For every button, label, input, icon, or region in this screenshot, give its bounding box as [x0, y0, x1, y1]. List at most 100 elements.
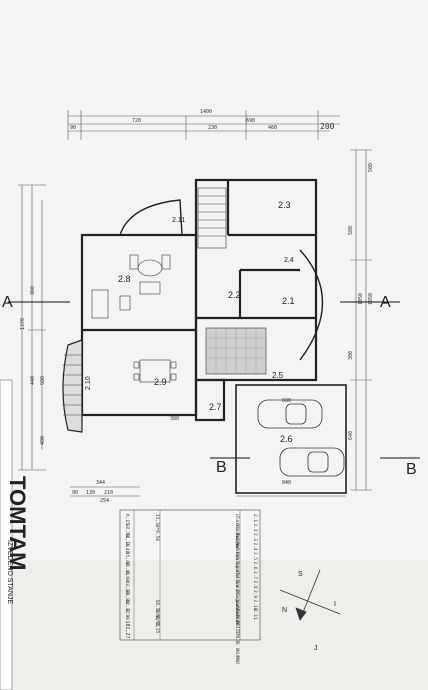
compass-i: I — [334, 601, 336, 608]
dim-left-500: 500 — [40, 376, 46, 385]
section-b-right: B — [406, 461, 417, 478]
schedule-row-value: 1,90 — [124, 609, 130, 620]
wall-garage — [235, 384, 347, 494]
room-2-4: 2.4 — [284, 257, 294, 264]
walls — [80, 178, 318, 422]
dim-bottom-380: 380 — [170, 416, 179, 422]
schedule-row-no: 2.6 — [252, 562, 258, 570]
stairs — [197, 187, 227, 249]
schedule-row-area: 18,50*0,75 — [154, 600, 160, 627]
schedule-row-no: 2.8 — [252, 581, 258, 589]
dim-right-640: 640 — [348, 431, 354, 440]
schedule-row-name: Kuhinja — [234, 552, 240, 571]
dim-top-230: 230 — [208, 125, 217, 131]
dim-bottom-90: 90 — [72, 490, 78, 496]
schedule-row-value: 43,30 — [124, 581, 130, 595]
top-dimension-lines — [67, 110, 340, 140]
room-2-7: 2.7 — [209, 402, 222, 412]
car-2 — [279, 447, 345, 477]
dim-bottom-600: 600 — [282, 398, 291, 404]
schedule-row-no: 2.9 — [252, 590, 258, 598]
schedule-row-name: Balkon — [234, 609, 240, 626]
schedule-row-value: 6,15 — [124, 514, 130, 525]
right-dimension-lines — [350, 149, 372, 491]
dim-top-200: 200 — [320, 122, 335, 131]
schedule-row-name: Radna soba — [234, 533, 240, 560]
schedule-row-no: 2.1 — [252, 514, 258, 522]
dim-top-690: 690 — [246, 118, 255, 124]
section-a-left: A — [2, 294, 13, 311]
car-1 — [257, 399, 323, 429]
bottom-dimension-lines — [70, 486, 346, 497]
dim-right-300: 300 — [348, 351, 354, 360]
schedule-row-no: 2.3 — [252, 533, 258, 541]
schedule-row-name: Ulazni hol — [234, 524, 240, 551]
room-2-8: 2.8 — [118, 274, 131, 284]
schedule-total-value: 181,27 — [124, 621, 130, 639]
kitchen-grid — [206, 328, 266, 374]
schedule-row-name: Blagovaonica — [234, 590, 240, 623]
title-block-frame — [0, 379, 13, 690]
paper-shadow — [0, 560, 428, 690]
schedule-row-no: 2.4 — [252, 543, 258, 551]
dim-top-720: 720 — [132, 118, 141, 124]
schedule-row-name: Wc — [234, 543, 240, 549]
room-2-9: 2.9 — [154, 377, 167, 387]
compass-n: N — [282, 607, 287, 614]
schedule-row-no: 2.5 — [252, 552, 258, 560]
dining-table — [133, 359, 177, 383]
dim-left-360: 360 — [30, 286, 36, 295]
balcony-outline — [119, 199, 183, 236]
dim-right-580: 580 — [348, 226, 354, 235]
dim-left-400: 400 — [40, 436, 46, 445]
dim-top-total: 1400 — [200, 109, 212, 115]
porch-outline — [299, 249, 324, 361]
north-arrow — [279, 569, 341, 621]
loggia-tiles — [62, 354, 82, 416]
dim-bottom-254: 254 — [100, 498, 109, 504]
dim-bottom-344: 344 — [96, 480, 105, 486]
compass-s: S — [298, 571, 303, 578]
dim-top-90: 90 — [70, 125, 76, 131]
room-2-11: 2.11 — [172, 217, 185, 224]
dim-bottom-840: 840 — [282, 480, 291, 486]
room-2-1: 2.1 — [282, 296, 295, 306]
section-b-left: B — [216, 459, 227, 476]
room-2-2: 2.2 — [228, 290, 241, 300]
section-a-right: A — [380, 294, 391, 311]
schedule-row-no: 2.2 — [252, 524, 258, 532]
dim-left-440: 440 — [30, 376, 36, 385]
schedule-row-name: Ostava — [234, 571, 240, 588]
living-furniture — [91, 254, 171, 319]
schedule-row-name: Dnevni boravak — [234, 581, 240, 619]
schedule-row-no: 2.10 — [252, 600, 258, 611]
schedule-row-value: 2,48 — [124, 543, 130, 554]
schedule-row-name: Garaža — [234, 562, 241, 579]
schedule-row-no: 2.7 — [252, 571, 258, 579]
dim-bottom-130: 130 — [86, 490, 95, 496]
schedule-total-label: PRIZEMLJE UKUPNO — [234, 621, 240, 665]
schedule-row-value: 12,37 — [124, 600, 130, 614]
dim-left-1370: 1370 — [20, 318, 26, 330]
room-2-3: 2.3 — [278, 200, 291, 210]
schedule-row-value: 4,60 — [124, 571, 130, 582]
title-caption: IZVEDENO STANJE — [6, 540, 13, 604]
schedule-row-name: Lođa — [234, 600, 240, 611]
cars — [257, 399, 345, 477]
room-2-10: 2.10 — [85, 376, 92, 390]
schedule-row-area: 7,60*0,25 — [154, 609, 160, 634]
wall-pantry — [194, 378, 226, 422]
dim-right-1950: 1950 — [368, 293, 374, 305]
schedule-row-name: Ulazni trijem — [234, 514, 240, 550]
schedule-row-value: 35,40 — [124, 562, 130, 576]
dim-top-460: 460 — [268, 125, 277, 131]
loggia-outline — [62, 339, 83, 433]
schedule-row-no: 2.11 — [252, 609, 258, 620]
schedule-row-value: 15,40 — [124, 552, 130, 566]
schedule-row-value: 23,80 — [124, 590, 130, 604]
room-2-5: 2.5 — [272, 371, 284, 380]
left-dimension-lines — [18, 184, 46, 471]
schedule-row-value: 14,10 — [124, 533, 130, 547]
